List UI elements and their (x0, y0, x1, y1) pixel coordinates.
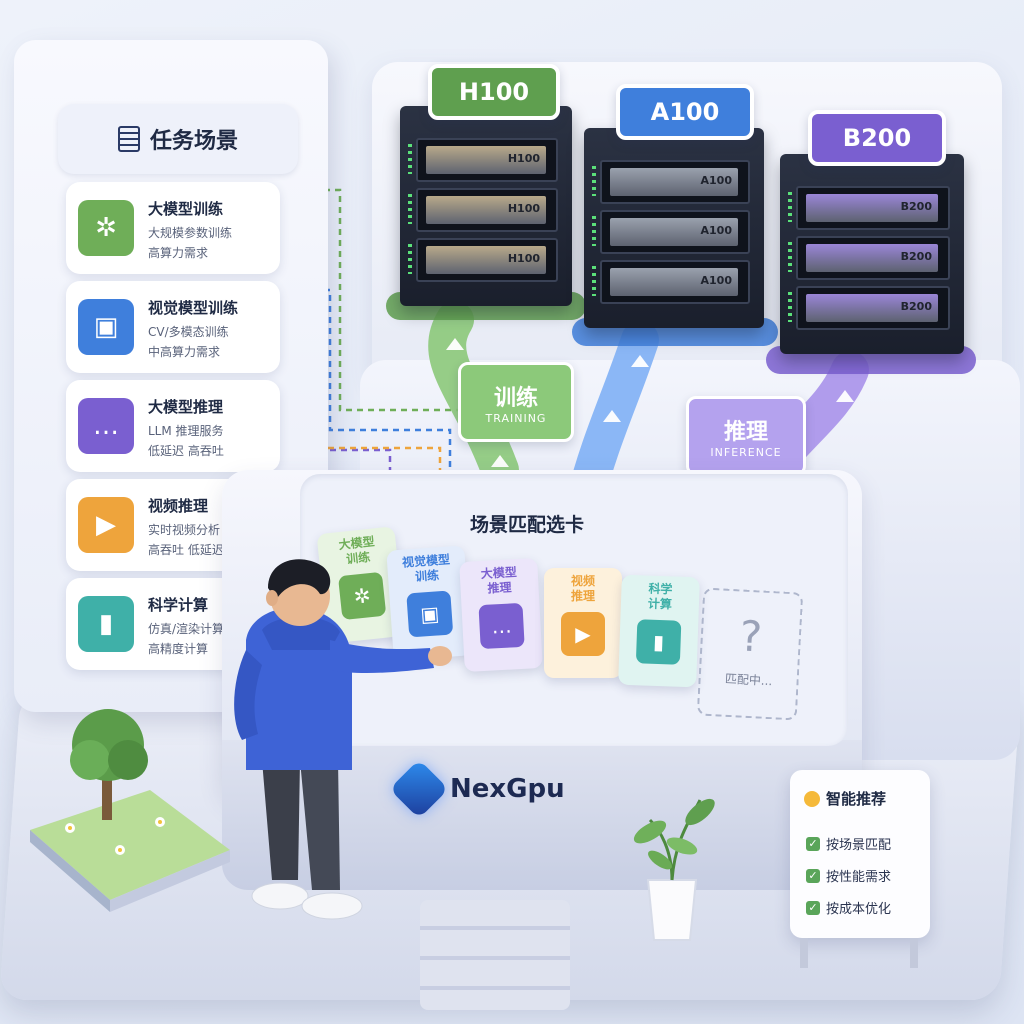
gpu-scenario-card[interactable]: 视频 推理 ▶ (544, 568, 622, 678)
panel-title: 任务场景 (149, 129, 238, 154)
gpu-blade: B200 (788, 286, 950, 330)
checkbox-checked-icon: ✓ (806, 868, 820, 883)
task-scenario-header: 任务场景 (58, 104, 298, 174)
gpu-blade: H100 (408, 138, 558, 182)
scenario-card[interactable]: ✲ 大模型训练大规模参数训练高算力需求 (66, 182, 280, 274)
sign-post (910, 938, 918, 968)
recommend-item: ✓ 按性能需求 (806, 866, 891, 885)
scenario-title: 视频推理 (148, 497, 209, 515)
gpu-blade-label: H100 (507, 252, 540, 265)
scenario-desc-2: 低延迟 高吞吐 (148, 444, 224, 458)
selector-title: 场景匹配选卡 (470, 514, 585, 536)
recommend-item-label: 按成本优化 (826, 902, 892, 917)
gpu-blade: B200 (788, 236, 950, 280)
recommend-item: ✓ 按场景匹配 (806, 834, 891, 853)
checkbox-checked-icon: ✓ (806, 900, 820, 915)
document-icon (117, 126, 140, 152)
recommend-title: 智能推荐 (826, 790, 887, 808)
scenario-title: 视觉模型训练 (148, 299, 239, 317)
gpu-blade-label: B200 (900, 200, 932, 213)
recommend-item-label: 按场景匹配 (826, 838, 892, 853)
recommend-item: ✓ 按成本优化 (806, 898, 891, 917)
gpu-blade: A100 (592, 260, 750, 304)
gpu-blade: A100 (592, 210, 750, 254)
video-icon: ▶ (561, 612, 605, 656)
scenario-title: 科学计算 (148, 596, 209, 614)
smart-recommend-sign: 智能推荐 ✓ 按场景匹配 ✓ 按性能需求 ✓ 按成本优化 (790, 770, 930, 938)
training-route-label: 训练 TRAINING (458, 362, 574, 442)
gpu-blade-label: A100 (700, 274, 732, 287)
selector-card-title: 视频 推理 (570, 574, 595, 603)
sign-post (800, 938, 808, 968)
gpu-model-tag: B200 (808, 110, 946, 166)
gpu-blade: H100 (408, 238, 558, 282)
gpu-blade-label: A100 (700, 174, 732, 187)
scenario-card[interactable]: … 大模型推理 LLM 推理服务低延迟 高吞吐 (66, 380, 280, 472)
gpu-blade-label: B200 (900, 300, 932, 313)
brand-name: NexGpu (450, 774, 565, 804)
gpu-blade: B200 (788, 186, 950, 230)
scenario-desc-1: 大规模参数训练 (148, 226, 233, 240)
gpu-blade: A100 (592, 160, 750, 204)
video-icon: ▶ (78, 497, 134, 553)
training-label-en: TRAINING (485, 411, 547, 425)
gpu-model-tag: A100 (616, 84, 754, 140)
scenario-desc-2: 高吞吐 低延迟 (148, 543, 224, 557)
recommend-item-label: 按性能需求 (826, 870, 892, 885)
scenario-card[interactable]: ▣ 视觉模型训练 CV/多模态训练中高算力需求 (66, 281, 280, 373)
scenario-desc-1: CV/多模态训练 (148, 325, 229, 339)
inference-label-zh: 推理 (723, 419, 768, 445)
scenario-desc-2: 高精度计算 (148, 642, 209, 656)
inference-label-en: INFERENCE (710, 445, 782, 459)
scenario-desc-1: LLM 推理服务 (148, 424, 224, 438)
tree-trunk (102, 770, 112, 820)
network-icon: ✲ (78, 200, 134, 256)
training-label-zh: 训练 (493, 385, 538, 411)
bar-chart-icon: ▮ (78, 596, 134, 652)
scenario-desc-2: 高算力需求 (148, 246, 209, 260)
gpu-blade-label: H100 (507, 202, 540, 215)
gpu-blade-label: B200 (900, 250, 932, 263)
checkbox-checked-icon: ✓ (806, 836, 820, 851)
plant-pot (646, 879, 698, 941)
chat-icon: … (78, 398, 134, 454)
gpu-blade: H100 (408, 188, 558, 232)
scenario-title: 大模型推理 (148, 398, 224, 416)
scenario-desc-2: 中高算力需求 (148, 345, 221, 359)
gpu-blade-label: A100 (700, 224, 732, 237)
scenario-title: 大模型训练 (148, 200, 224, 218)
scenario-desc-1: 实时视频分析 (148, 523, 221, 537)
gpu-blade-label: H100 (507, 152, 540, 165)
entry-stairs (420, 900, 570, 1010)
lightbulb-icon (804, 790, 820, 807)
gpu-model-tag: H100 (428, 64, 560, 120)
scenario-desc-1: 仿真/渲染计算 (148, 622, 225, 636)
brand-logo: NexGpu (389, 759, 565, 819)
image-icon: ▣ (78, 299, 134, 355)
